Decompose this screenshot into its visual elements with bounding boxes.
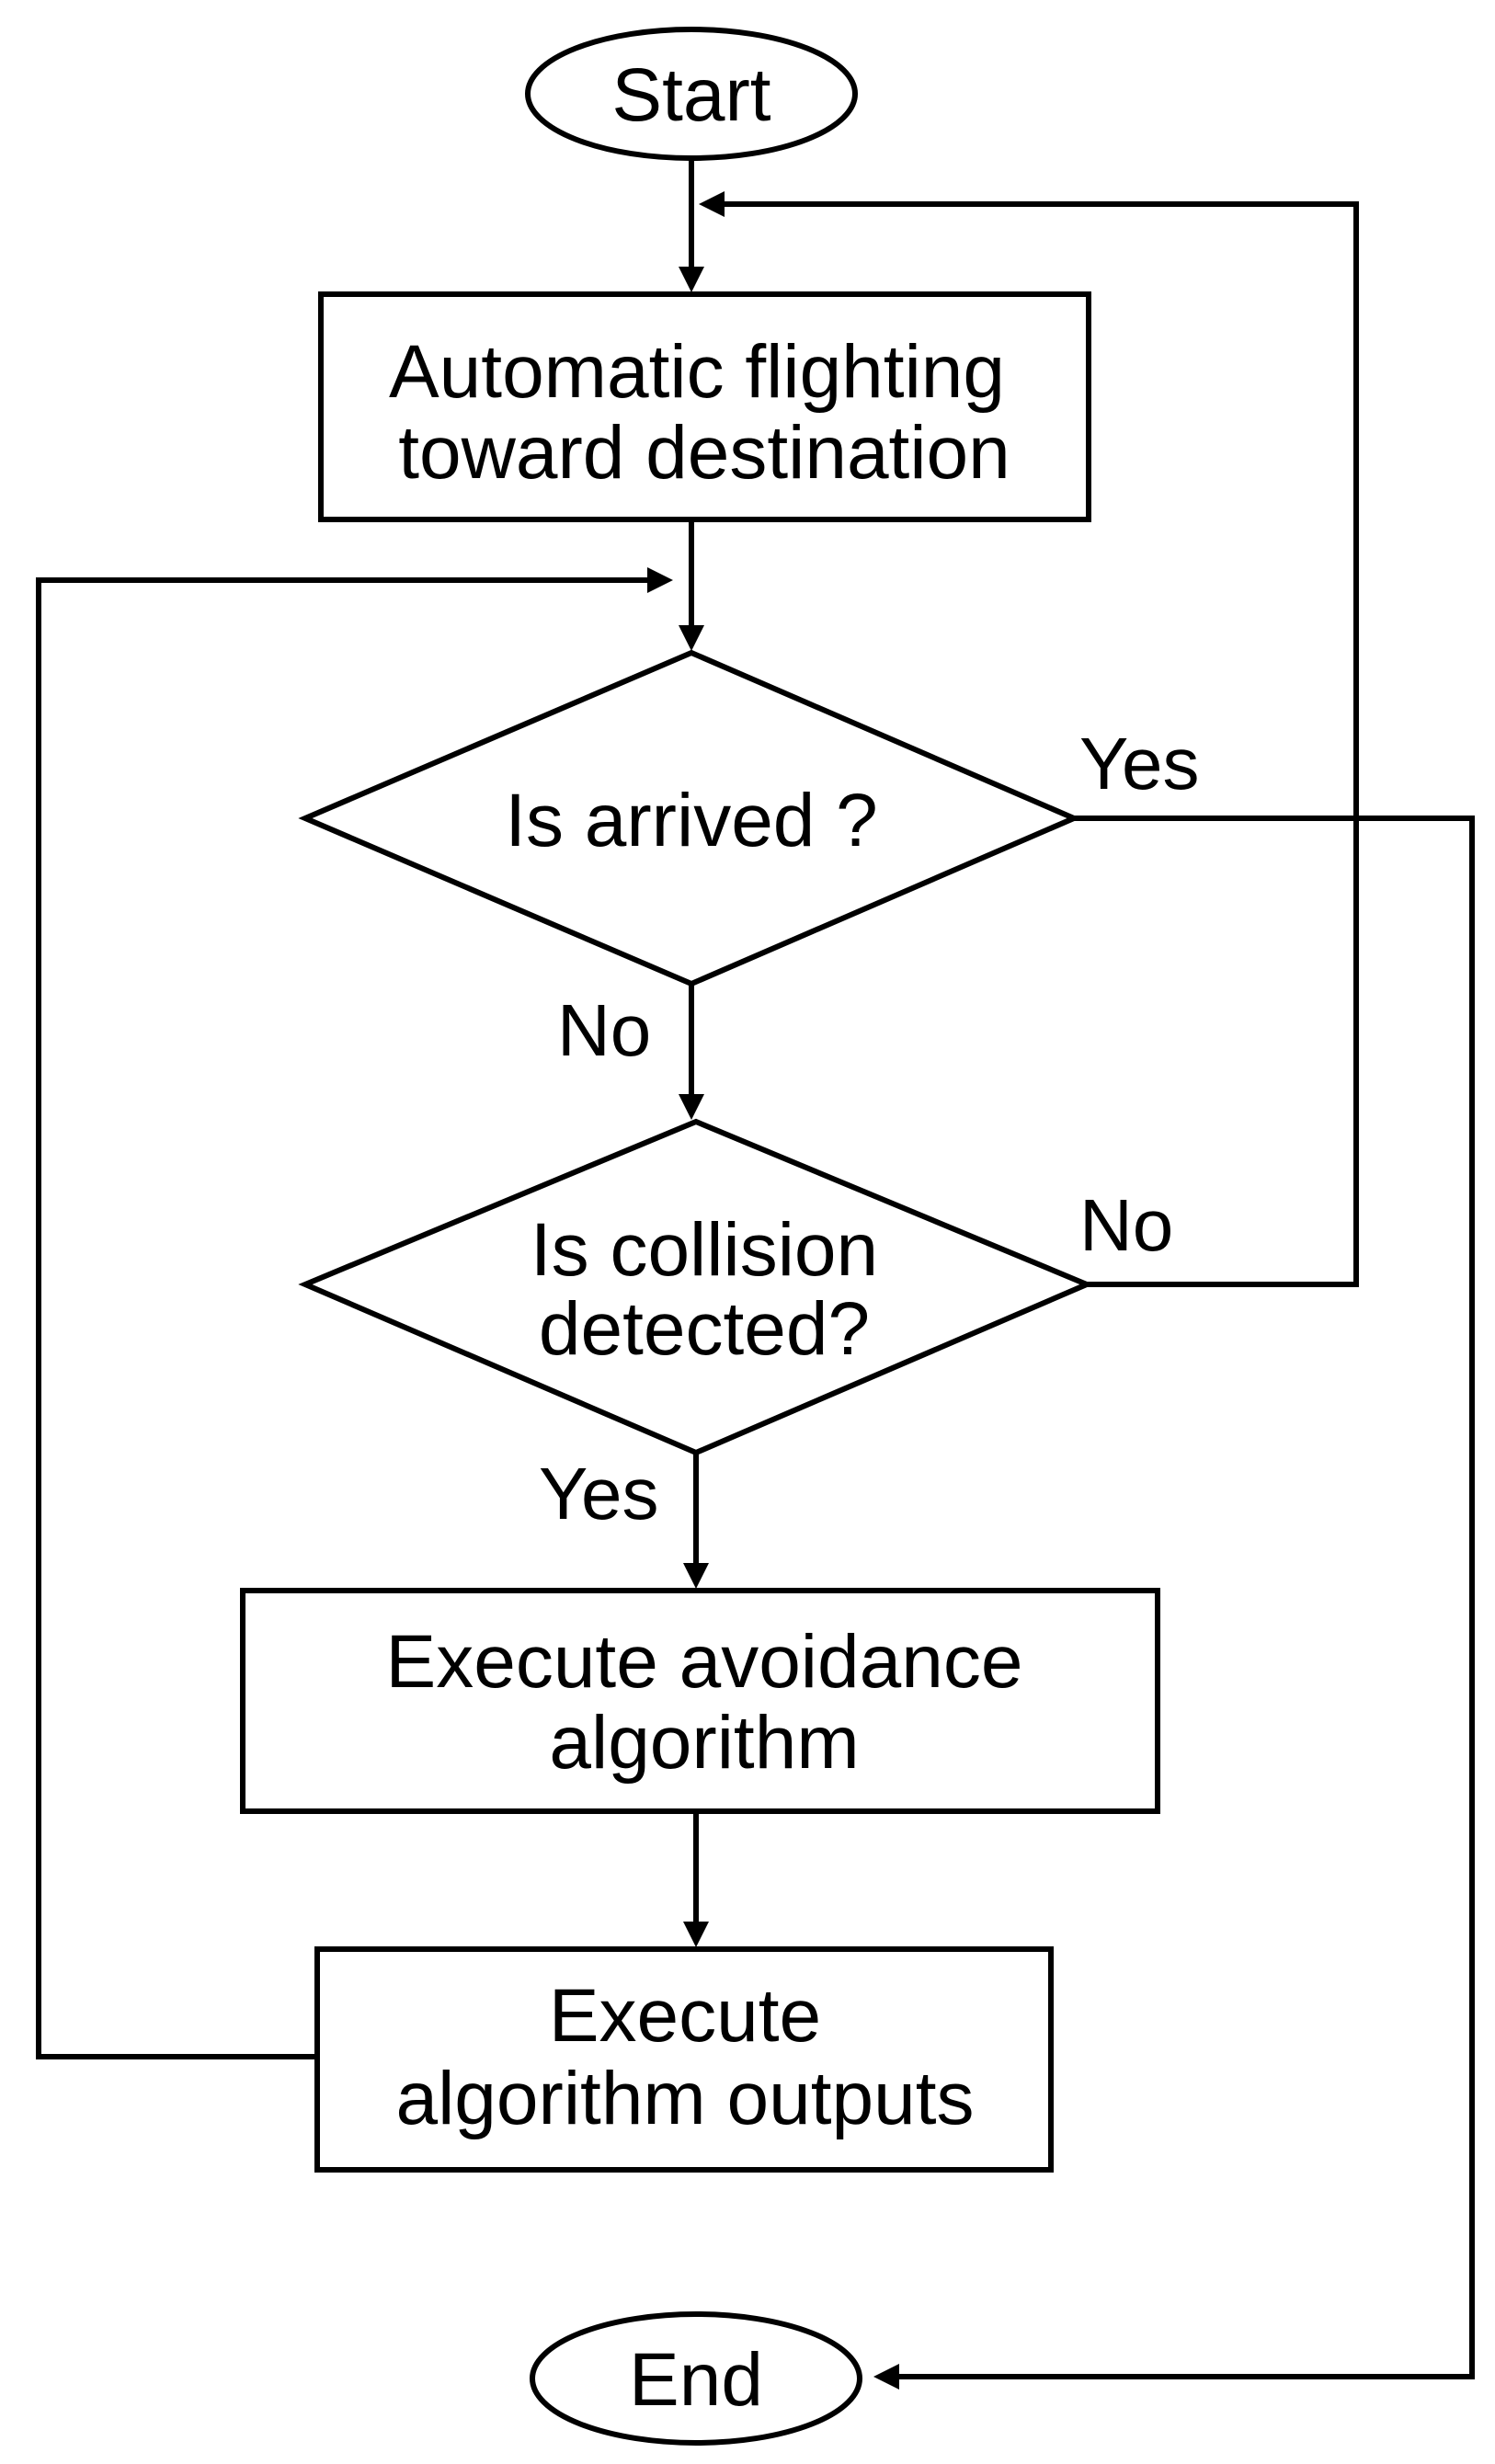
label-collision-no: No xyxy=(1079,1184,1173,1266)
arrowhead-down-collision xyxy=(679,1094,704,1120)
label-arrived-yes: Yes xyxy=(1079,723,1200,804)
decision-is-collision: Is collision detected? xyxy=(298,1118,1094,1456)
auto-flight-line2: toward destination xyxy=(398,411,1010,495)
arrowhead-down-outputs xyxy=(683,1922,709,1947)
outputs-line2: algorithm outputs xyxy=(395,2057,974,2140)
label-arrived-no: No xyxy=(557,989,651,1071)
arrowhead-down-avoidance xyxy=(683,1563,709,1589)
is-collision-line2: detected? xyxy=(539,1287,870,1371)
arrowhead-down-arrived xyxy=(679,625,704,651)
label-collision-yes: Yes xyxy=(539,1453,659,1534)
connector-outputs-loop xyxy=(36,577,656,2059)
arrowhead-left-end xyxy=(873,2364,899,2390)
decision-is-arrived: Is arrived ? xyxy=(298,649,1081,987)
end-node: End xyxy=(530,2311,862,2446)
arrowhead-right-left-loop xyxy=(647,567,673,593)
avoidance-line1: Execute avoidance xyxy=(386,1620,1023,1704)
end-label: End xyxy=(629,2338,763,2422)
process-auto-flight: Automatic flighting toward destination xyxy=(318,291,1091,522)
arrowhead-down-flight xyxy=(679,267,704,292)
arrowhead-left-top-loop xyxy=(699,191,725,217)
avoidance-line2: algorithm xyxy=(549,1701,859,1785)
start-node: Start xyxy=(525,27,858,161)
is-collision-line1: Is collision xyxy=(531,1208,878,1292)
connector-collision-no-loop xyxy=(708,201,1359,1287)
outputs-line1: Execute xyxy=(549,1974,821,2058)
auto-flight-line1: Automatic flighting xyxy=(389,330,1005,414)
process-execute-outputs: Execute algorithm outputs xyxy=(314,1946,1054,2173)
connector-arrived-yes xyxy=(885,816,1475,2379)
is-arrived-label: Is arrived ? xyxy=(505,779,878,862)
process-execute-avoidance: Execute avoidance algorithm xyxy=(240,1588,1160,1814)
start-label: Start xyxy=(611,53,770,137)
